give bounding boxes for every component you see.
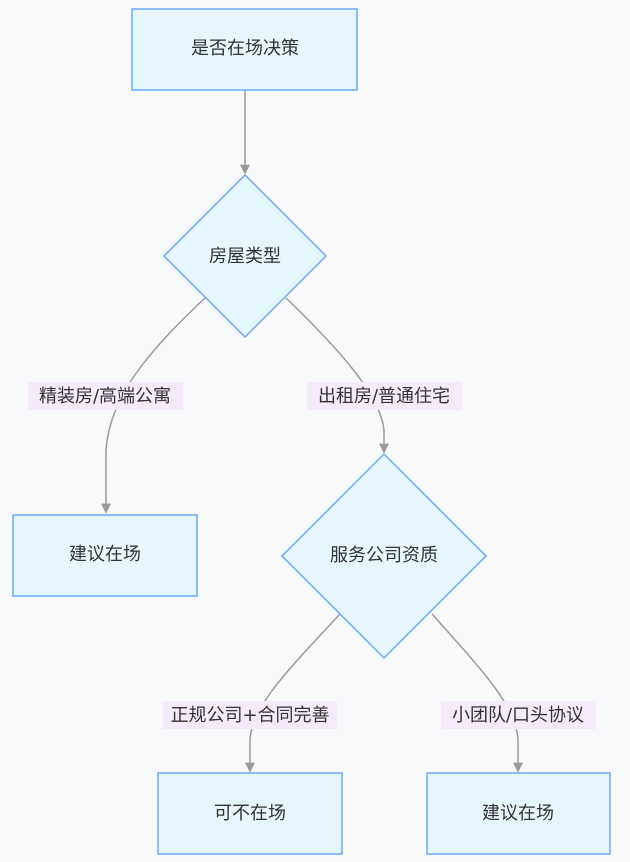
svg-text:服务公司资质: 服务公司资质	[330, 545, 438, 566]
edge-label-rental: 出租房/普通住宅	[307, 382, 462, 410]
node-advise-present-1: 建议在场	[12, 514, 198, 597]
node-house-type: 房屋类型	[162, 173, 328, 339]
svg-text:可不在场: 可不在场	[214, 803, 286, 824]
svg-text:房屋类型: 房屋类型	[209, 246, 281, 267]
svg-text:建议在场: 建议在场	[69, 544, 141, 565]
node-may-absent: 可不在场	[157, 772, 343, 855]
edge-house-type-to-service-quality	[285, 297, 389, 454]
svg-text:正规公司+合同完善: 正规公司+合同完善	[170, 705, 329, 726]
edge-label-regular-company: 正规公司+合同完善	[163, 701, 337, 729]
svg-text:小团队/口头协议: 小团队/口头协议	[452, 705, 584, 726]
edge-label-small-team: 小团队/口头协议	[441, 701, 596, 729]
node-service-quality: 服务公司资质	[280, 452, 488, 660]
node-advise-present-2: 建议在场	[426, 772, 611, 855]
edge-service-quality-to-may-absent	[245, 613, 341, 773]
svg-text:精装房/高端公寓: 精装房/高端公寓	[39, 386, 171, 407]
svg-text:是否在场决策: 是否在场决策	[191, 38, 299, 59]
edge-label-fine-decor: 精装房/高端公寓	[28, 382, 183, 410]
svg-text:建议在场: 建议在场	[482, 803, 554, 824]
node-start: 是否在场决策	[131, 8, 358, 91]
edge-house-type-to-advise-present-1	[101, 297, 206, 514]
svg-text:出租房/普通住宅: 出租房/普通住宅	[318, 386, 450, 407]
edge-service-quality-to-advise-present-2	[431, 613, 523, 773]
